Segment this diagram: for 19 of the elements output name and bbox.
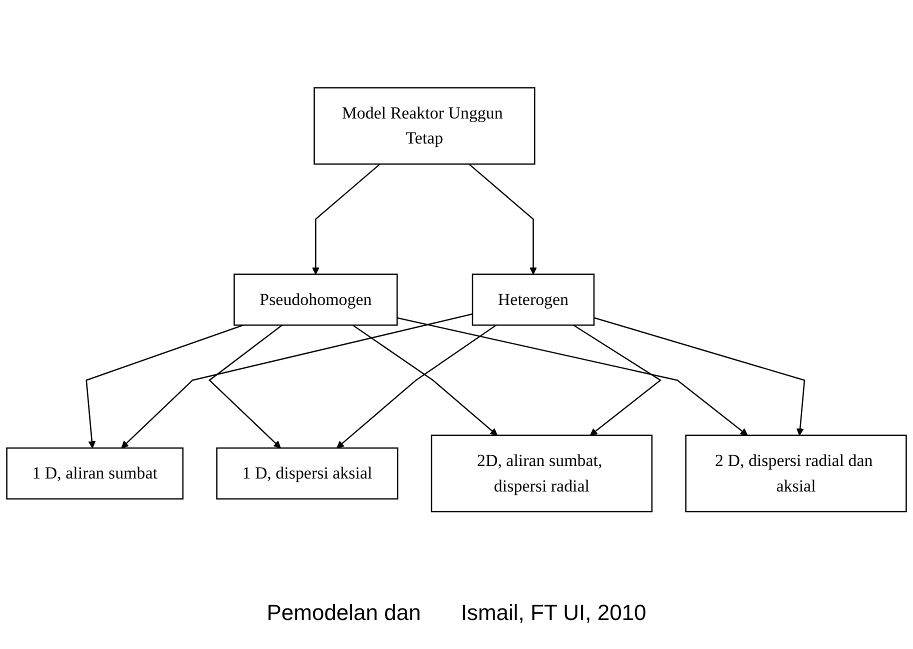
- node-box: 1 D, aliran sumbat: [6, 448, 184, 500]
- arrow: [312, 164, 380, 275]
- node-box: Model Reaktor Unggun Tetap: [314, 87, 536, 165]
- arrow: [336, 324, 497, 449]
- node-box: Pseudohomogen: [234, 274, 398, 326]
- node-box: 2 D, dispersi radial dan aksial: [685, 434, 907, 513]
- node-box: 1 D, dispersi aksial: [216, 448, 398, 500]
- footer-text: Ismail, FT UI, 2010: [460, 600, 646, 626]
- arrow: [208, 324, 283, 449]
- arrow: [352, 324, 498, 436]
- arrow: [594, 317, 806, 436]
- arrow: [573, 324, 662, 436]
- node-box: 2D, aliran sumbat, dispersi radial: [430, 434, 653, 513]
- arrow: [468, 164, 537, 275]
- footer-text: Pemodelan dan: [266, 600, 421, 626]
- arrow: [397, 318, 748, 436]
- arrow: [86, 324, 244, 449]
- arrow: [121, 314, 473, 449]
- node-box: Heterogen: [472, 274, 595, 326]
